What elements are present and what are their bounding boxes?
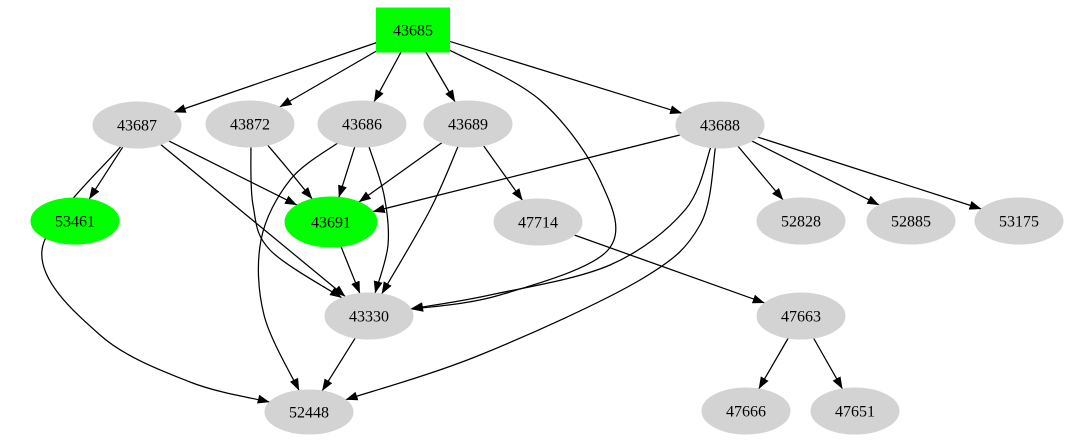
node-label: 52828 [781,214,821,231]
node-label: 43872 [230,117,270,134]
node-43330: 43330 [324,292,414,340]
edge-43688-52828 [737,145,784,201]
edge-43688-43330 [410,147,712,312]
node-ellipse-shape [30,197,120,245]
node-label: 53175 [999,214,1039,231]
edge-layer [41,40,982,404]
edge-43686-43691 [338,146,356,198]
edge-43687-43330 [160,143,346,298]
node-label: 53461 [55,214,95,231]
node-box-shape [376,7,450,53]
node-ellipse-shape [264,389,354,435]
node-53461: 53461 [30,197,120,245]
node-ellipse-shape [866,197,956,245]
edge-43688-52885 [751,140,880,206]
node-47651: 47651 [810,387,900,435]
edge-43685-43686 [373,51,402,103]
node-label: 47714 [518,215,558,232]
edge-43686-43330 [368,146,390,294]
node-47663: 47663 [756,292,846,340]
node-ellipse-shape [675,101,765,149]
node-label: 43685 [393,23,433,40]
node-ellipse-shape [92,101,182,149]
node-ellipse-shape [324,292,414,340]
edge-43691-43330 [340,246,361,294]
edge-43689-43330 [381,146,459,295]
node-label: 43687 [117,118,157,135]
edge-43685-43687 [173,42,377,113]
edge-43687-52448 [41,146,270,404]
edge-43685-43689 [425,51,456,103]
node-53175: 53175 [974,197,1064,245]
node-ellipse-shape [423,100,513,148]
node-43691: 43691 [284,196,378,248]
node-ellipse-shape [756,292,846,340]
edge-43687-43691 [168,140,298,206]
edge-43689-47714 [482,145,524,201]
node-label: 47663 [781,309,821,326]
edge-47714-47663 [574,234,765,304]
node-ellipse-shape [756,197,846,245]
node-ellipse-shape [974,197,1064,245]
node-47714: 47714 [493,198,583,246]
node-label: 52448 [289,405,329,422]
node-43685: 43685 [376,7,450,53]
node-label: 47651 [835,404,875,421]
node-47666: 47666 [701,387,791,435]
node-52448: 52448 [264,389,354,435]
node-52828: 52828 [756,197,846,245]
node-52885: 52885 [866,197,956,245]
edge-43688-52448 [345,147,717,401]
node-label: 43330 [349,309,389,326]
edge-43686-52448 [257,142,338,391]
node-label: 43686 [342,117,382,134]
edge-43689-43691 [358,142,443,203]
edge-43685-43688 [449,40,683,115]
node-ellipse-shape [701,387,791,435]
edge-43330-52448 [321,337,356,392]
node-label: 52885 [891,214,931,231]
node-ellipse-shape [493,198,583,246]
node-43872: 43872 [205,100,295,148]
node-label: 43688 [700,118,740,135]
node-43688: 43688 [675,101,765,149]
edge-43688-53175 [757,136,982,210]
edge-47663-47666 [758,337,789,390]
edge-43687-53461 [88,146,124,200]
edge-43685-43872 [279,50,377,108]
node-ellipse-shape [205,100,295,148]
node-label: 47666 [726,404,766,421]
edge-43872-43330 [250,146,343,299]
edge-47663-47651 [812,337,844,390]
node-ellipse-shape [284,196,378,248]
node-43686: 43686 [317,100,407,148]
node-43689: 43689 [423,100,513,148]
edge-43688-43691 [372,134,681,214]
edge-43685-43330 [411,49,617,312]
node-label: 43689 [448,117,488,134]
node-label: 43691 [311,215,351,232]
edge-43872-43691 [267,144,313,200]
node-ellipse-shape [810,387,900,435]
node-layer: 43685 43687 43872 43686 43689 43688 53461 43691… [30,7,1064,435]
node-ellipse-shape [317,100,407,148]
node-43687: 43687 [92,101,182,149]
